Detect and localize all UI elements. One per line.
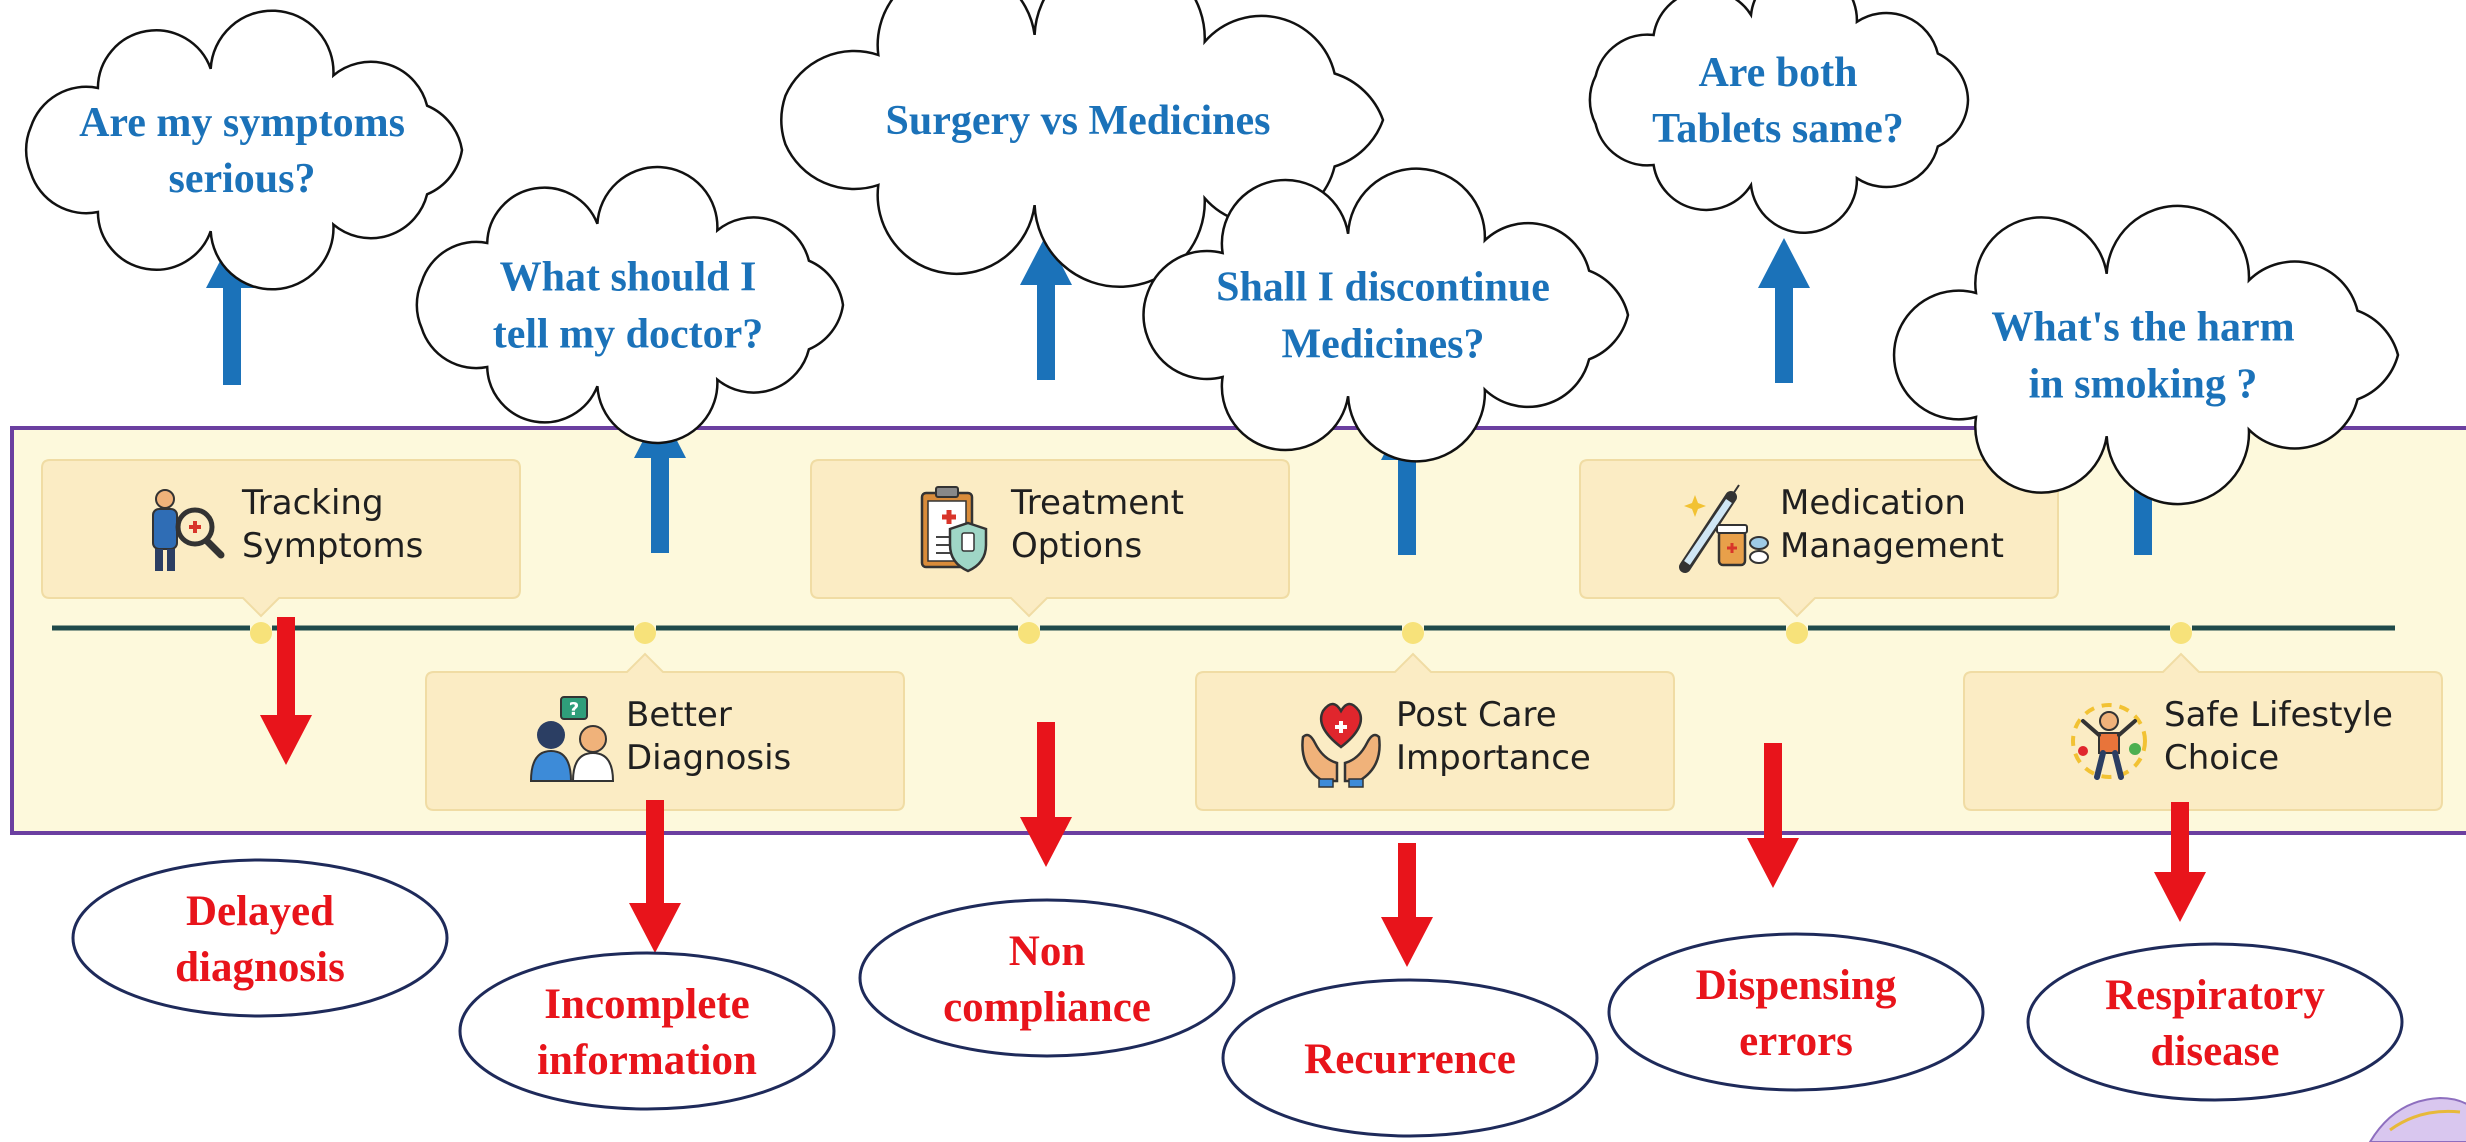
cloud-shape bbox=[1588, 0, 1970, 234]
oval-consequence-line: Incomplete bbox=[544, 981, 749, 1028]
oval-consequence-line: Non bbox=[1009, 928, 1086, 975]
oval-consequence-line: information bbox=[537, 1037, 757, 1084]
cloud-question-line: Are both bbox=[1698, 50, 1857, 96]
oval-consequence-line: Recurrence bbox=[1304, 1036, 1516, 1083]
card-label-line: Diagnosis bbox=[626, 738, 791, 778]
down-arrow bbox=[1381, 843, 1433, 967]
oval-incomplete-information: Incomplete information bbox=[458, 951, 836, 1111]
oval-consequence-line: Dispensing bbox=[1696, 962, 1897, 1009]
card-label-line: Choice bbox=[2164, 738, 2279, 778]
timeline-dot bbox=[634, 622, 656, 644]
heart-hands-icon bbox=[1301, 702, 1381, 788]
up-arrow bbox=[1020, 235, 1072, 380]
oval-recurrence: Recurrence bbox=[1221, 978, 1599, 1138]
cloud-question-line: What should I bbox=[500, 255, 757, 301]
magnifier-person-icon bbox=[152, 489, 225, 571]
clipboard-shield-icon bbox=[920, 486, 988, 573]
cloud-shape bbox=[24, 9, 464, 291]
cloud-question-line: Surgery vs Medicines bbox=[886, 98, 1271, 144]
card-label-line: Options bbox=[1011, 526, 1142, 566]
timeline-dot bbox=[250, 622, 272, 644]
timeline-dot bbox=[1402, 622, 1424, 644]
cloud-shape bbox=[415, 165, 845, 445]
oval-non-compliance: Non compliance bbox=[858, 898, 1236, 1058]
card-label-line: Symptoms bbox=[242, 526, 423, 566]
up-arrow bbox=[1758, 238, 1810, 383]
card-label-line: Tracking bbox=[241, 483, 384, 523]
cloud-question-line: Medicines? bbox=[1282, 322, 1485, 368]
cloud-question-line: serious? bbox=[169, 156, 316, 202]
cloud-symptoms-serious: Are my symptoms serious? bbox=[24, 9, 464, 291]
syringe-pills-icon bbox=[1679, 484, 1769, 573]
oval-dispensing-errors: Dispensing errors bbox=[1607, 932, 1985, 1092]
oval-shape bbox=[1221, 978, 1599, 1138]
timeline-dot bbox=[1018, 622, 1040, 644]
card-background bbox=[1963, 652, 2443, 811]
down-arrow bbox=[1020, 722, 1072, 867]
down-arrow bbox=[629, 800, 681, 953]
down-arrow bbox=[1747, 743, 1799, 888]
card-label-line: Management bbox=[1780, 526, 2004, 566]
cloud-harm-smoking: What's the harm in smoking ? bbox=[1892, 204, 2400, 506]
oval-shape bbox=[458, 951, 836, 1111]
oval-consequence-line: Delayed bbox=[186, 888, 334, 935]
cloud-question-line: Are my symptoms bbox=[79, 100, 405, 146]
oval-consequence-line: errors bbox=[1739, 1018, 1853, 1065]
cloud-shape bbox=[1142, 167, 1630, 463]
cloud-question-line: Tablets same? bbox=[1652, 106, 1904, 152]
oval-consequence-line: diagnosis bbox=[175, 944, 345, 991]
umbrella-logo-icon bbox=[2368, 1096, 2466, 1142]
oval-shape bbox=[2026, 942, 2404, 1102]
card-label-line: Treatment bbox=[1010, 483, 1184, 523]
cloud-tell-doctor: What should I tell my doctor? bbox=[415, 165, 845, 445]
cloud-question-line: Shall I discontinue bbox=[1216, 265, 1550, 311]
oval-shape bbox=[1607, 932, 1985, 1092]
timeline-dot bbox=[1786, 622, 1808, 644]
cloud-shape bbox=[1892, 204, 2400, 506]
card-label-line: Better bbox=[626, 695, 732, 735]
healthy-person-icon bbox=[2071, 703, 2147, 780]
oval-consequence-line: disease bbox=[2151, 1028, 2280, 1075]
card-label-line: Post Care bbox=[1396, 695, 1557, 735]
cloud-question-line: in smoking ? bbox=[2029, 362, 2258, 408]
svg-text:?: ? bbox=[569, 699, 579, 720]
oval-shape bbox=[71, 858, 449, 1018]
down-arrow bbox=[2154, 802, 2206, 922]
cloud-question-line: What's the harm bbox=[1991, 305, 2294, 351]
card-label-line: Safe Lifestyle bbox=[2164, 695, 2393, 735]
oval-respiratory-disease: Respiratory disease bbox=[2026, 942, 2404, 1102]
oval-consequence-line: Respiratory bbox=[2105, 972, 2325, 1019]
oval-shape bbox=[858, 898, 1236, 1058]
card-label-line: Medication bbox=[1780, 483, 1966, 523]
oval-delayed-diagnosis: Delayed diagnosis bbox=[71, 858, 449, 1018]
cloud-question-line: tell my doctor? bbox=[493, 312, 764, 358]
card-label-line: Importance bbox=[1396, 738, 1591, 778]
doctor-patient-icon: ? bbox=[529, 696, 615, 782]
down-arrow bbox=[260, 617, 312, 765]
timeline-dot bbox=[2170, 622, 2192, 644]
oval-consequence-line: compliance bbox=[943, 984, 1151, 1031]
